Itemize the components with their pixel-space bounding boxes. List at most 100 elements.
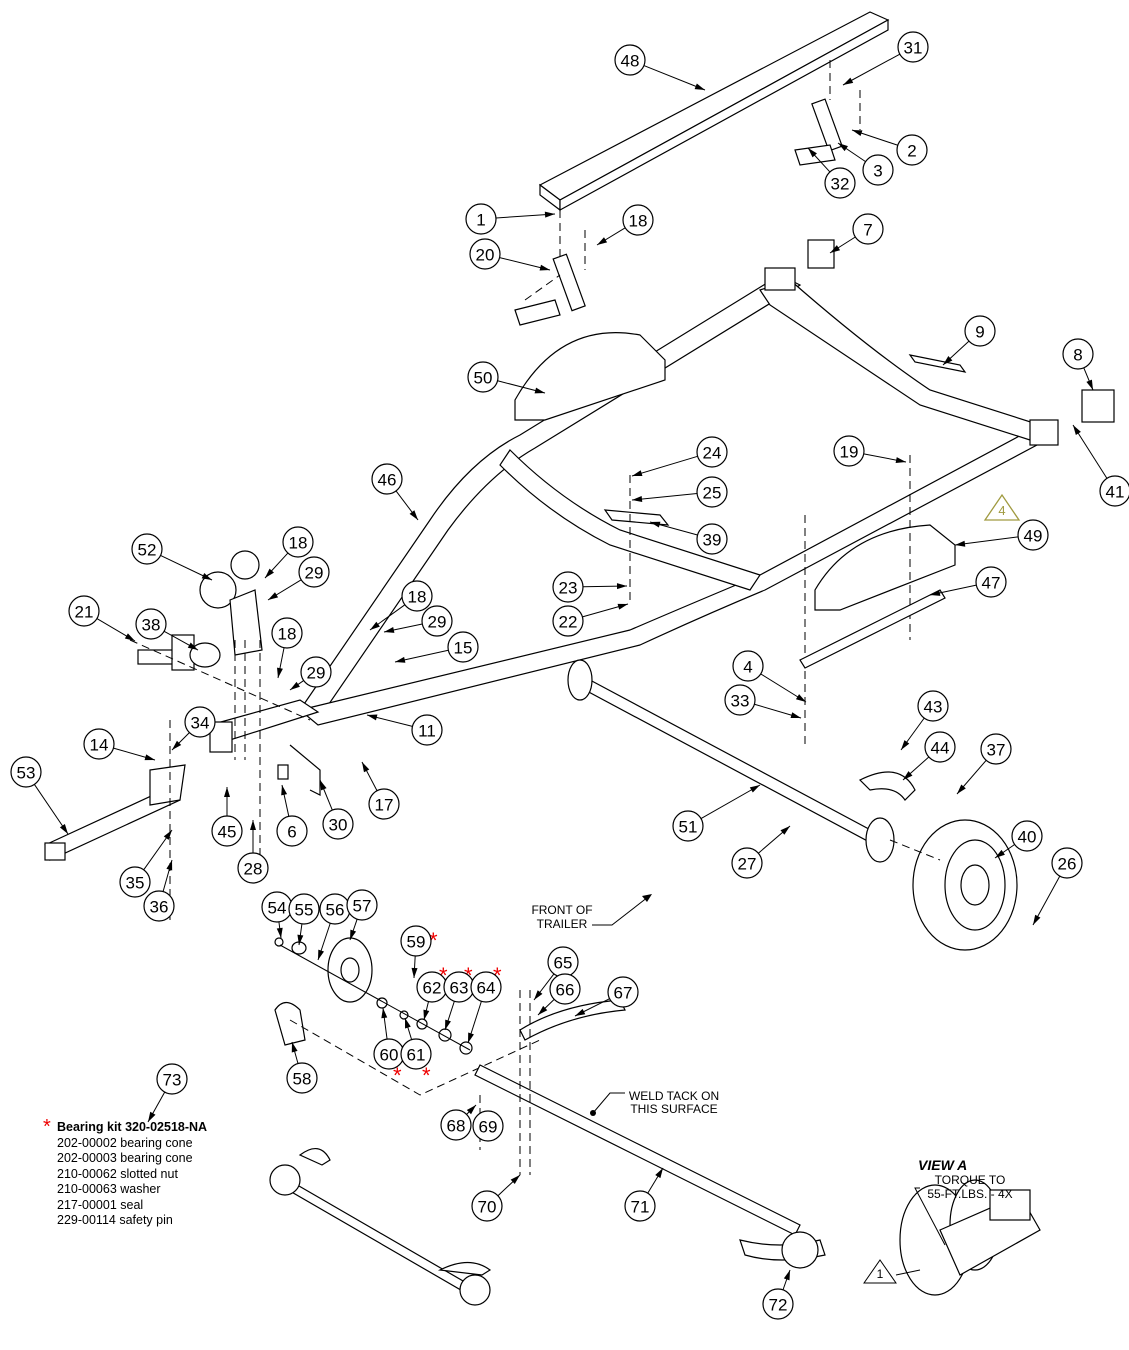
balloon-label: 25 (703, 484, 722, 503)
balloon-label: 20 (476, 246, 495, 265)
balloon-33: 33 (724, 684, 802, 719)
balloon-63: 63 (443, 971, 475, 1031)
arrowhead-icon (510, 1175, 520, 1185)
balloon-1: 1 (465, 203, 556, 235)
bearing-kit-item: 210-00063 washer (57, 1182, 161, 1196)
balloon-circle (465, 203, 497, 235)
arrowhead-icon (166, 860, 173, 871)
balloon-circle (83, 728, 115, 760)
balloon-label: 8 (1073, 346, 1082, 365)
arrowhead-icon (955, 540, 966, 547)
arrowhead-icon (277, 667, 283, 678)
balloon-circle (471, 1190, 503, 1222)
arrowhead-icon (124, 633, 135, 641)
arrowhead-icon (172, 740, 182, 750)
balloon-55: 55 (288, 893, 320, 946)
balloon-54: 54 (261, 891, 293, 939)
arrowhead-icon (790, 712, 801, 719)
arrowhead-icon (895, 457, 906, 464)
balloon-72: 72 (762, 1269, 794, 1320)
balloon-circle (1099, 475, 1129, 507)
arrowhead-icon (381, 1008, 388, 1019)
balloon-circle (607, 976, 639, 1008)
balloon-label: 7 (863, 221, 872, 240)
bearing-kit-item: 202-00002 bearing cone (57, 1135, 193, 1150)
balloon-label: 23 (559, 579, 578, 598)
arrowhead-icon (250, 820, 256, 830)
part-6 (277, 764, 289, 780)
balloon-2: 2 (851, 129, 928, 166)
balloon-label: 44 (931, 739, 950, 758)
balloon-circle (211, 815, 243, 847)
balloon-circle (346, 889, 378, 921)
arrowhead-icon (291, 1042, 298, 1053)
balloon-circle (964, 315, 996, 347)
hardware-dashes (629, 455, 911, 745)
bearing-kit-item: 210-00062 slotted nut (57, 1166, 178, 1181)
arrowhead-icon (534, 387, 545, 394)
front-of-trailer-note: FRONT OF TRAILER (531, 894, 652, 931)
balloon-label: 22 (559, 613, 578, 632)
balloon-circle (68, 595, 100, 627)
balloon-label: 70 (478, 1198, 497, 1217)
leader-line (631, 492, 698, 501)
balloon-22: 22 (552, 603, 629, 637)
leader-line (643, 65, 706, 91)
arrowhead-icon (409, 510, 418, 520)
balloon-45: 45 (211, 787, 243, 847)
balloon-circle (184, 706, 216, 738)
balloon-label: 28 (244, 860, 263, 879)
view-a-title: VIEW A (918, 1157, 968, 1173)
balloon-46: 46 (371, 463, 419, 521)
balloon-9: 9 (942, 315, 996, 366)
balloon-circle (896, 134, 928, 166)
balloon-50: 50 (467, 361, 546, 394)
balloon-circle (400, 1038, 432, 1070)
balloon-73: 73 (147, 1063, 188, 1123)
weld-tack-note: WELD TACK ON THIS SURFACE (629, 1089, 719, 1116)
balloon-68: 68 (440, 1104, 477, 1141)
balloon-label: 69 (479, 1118, 498, 1137)
balloon-circle (237, 852, 269, 884)
balloon-37: 37 (956, 733, 1012, 795)
balloon-circle (298, 556, 330, 588)
note-line-1: TORQUE TO (935, 1173, 1006, 1187)
balloon-label: 43 (924, 698, 943, 717)
balloon-62: 62 (416, 971, 448, 1021)
balloon-circle (622, 204, 654, 236)
balloon-label: 6 (287, 823, 296, 842)
arrowhead-icon (930, 589, 941, 596)
arrowhead-icon (544, 211, 555, 218)
balloon-70: 70 (471, 1174, 521, 1222)
balloon-6: 6 (276, 784, 308, 847)
rev-triangle-1-label: 1 (877, 1267, 884, 1281)
arrowhead-icon (632, 470, 643, 476)
balloon-circle (371, 463, 403, 495)
balloon-circle (852, 213, 884, 245)
balloon-64: 64 (467, 971, 502, 1044)
balloon-label: 60 (380, 1046, 399, 1065)
arrowhead-icon (597, 237, 608, 245)
arrowhead-icon (843, 77, 854, 85)
balloon-52: 52 (131, 533, 213, 581)
balloon-label: 72 (769, 1296, 788, 1315)
balloon-label: 46 (378, 471, 397, 490)
axle-lower (474, 990, 826, 1269)
arrowhead-icon (616, 583, 627, 590)
balloon-circle (10, 756, 42, 788)
balloon-15: 15 (394, 631, 479, 663)
balloon-34: 34 (171, 706, 216, 751)
note-line-2: THIS SURFACE (630, 1102, 717, 1116)
arrowhead-icon (852, 130, 863, 137)
balloon-label: 53 (17, 764, 36, 783)
arrowhead-icon (795, 694, 806, 702)
balloon-44: 44 (902, 731, 956, 781)
balloon-circle (469, 238, 501, 270)
balloon-label: 39 (703, 531, 722, 550)
balloon-circle (696, 523, 728, 555)
balloon-circle (624, 1190, 656, 1222)
balloon-48: 48 (614, 44, 706, 91)
leader-line (700, 784, 761, 820)
balloon-24: 24 (631, 436, 728, 477)
balloon-label: 38 (142, 616, 161, 635)
